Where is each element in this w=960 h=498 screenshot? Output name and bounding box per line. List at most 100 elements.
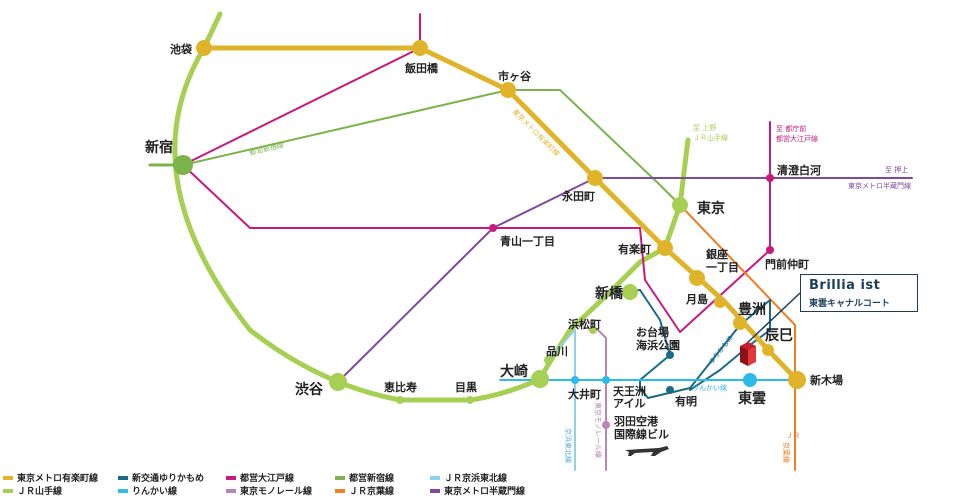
legend-label: ＪＲ京葉線: [349, 485, 394, 497]
shinjuku-line: [182, 89, 681, 206]
oedo-line-north: [182, 13, 421, 166]
legend-swatch: [118, 489, 128, 493]
callout-subtitle: 東雲キャナルコート: [809, 299, 890, 309]
legend-label: 東京モノレール線: [240, 485, 312, 497]
legend-swatch: [226, 489, 236, 493]
station-shinjuku[interactable]: [173, 155, 193, 175]
station-ichigaya[interactable]: [500, 82, 516, 98]
label-iidabashi: 飯田橋: [404, 61, 439, 75]
legend-label: りんかい線: [132, 485, 177, 497]
station-oimachi[interactable]: [571, 376, 579, 384]
legend-swatch: [3, 489, 13, 493]
line-label-tocho-a: 至 都庁前: [776, 124, 806, 133]
station-tatsumi[interactable]: [762, 344, 774, 356]
label-tennozu-a: 天王洲: [613, 385, 646, 398]
station-tsukishima[interactable]: [714, 296, 726, 308]
label-nagatacho: 永田町: [561, 189, 595, 203]
line-label-oshiage: 至 押上: [885, 165, 908, 174]
legend-label: 都営大江戸線: [239, 472, 294, 484]
label-tokyo: 東京: [697, 200, 725, 217]
label-ariake: 有明: [675, 394, 697, 408]
legend-swatch: [335, 476, 345, 480]
label-monzen: 門前仲町: [765, 257, 809, 271]
line-label-yurakucho: 東京メトロ有楽町線: [511, 107, 562, 158]
line-label-shinjuku: 都営新宿線: [248, 140, 284, 157]
legend-swatch: [430, 476, 440, 480]
keihin-line: [547, 329, 576, 471]
label-meguro: 目黒: [455, 381, 477, 394]
label-ichigaya: 市ヶ谷: [498, 69, 532, 83]
station-shinagawa[interactable]: [544, 356, 552, 364]
station-shinkiba[interactable]: [788, 371, 806, 389]
station-osaki[interactable]: [531, 370, 549, 388]
label-ebisu: 恵比寿: [384, 380, 417, 394]
line-label-monorail: 東京モノレール線: [594, 402, 603, 458]
label-tennozu-b: アイル: [613, 397, 645, 410]
line-label-ueno-b: ＪＲ山手線: [693, 133, 728, 142]
station-ebisu[interactable]: [396, 396, 404, 404]
station-ginza1[interactable]: [689, 270, 705, 286]
line-label-hanzomon: 東京メトロ半蔵門線: [848, 181, 911, 190]
station-hamamatsucho[interactable]: [589, 326, 597, 334]
legend-swatch: [335, 489, 345, 493]
station-tennozu[interactable]: [602, 376, 610, 384]
station-shimbashi[interactable]: [622, 284, 638, 300]
line-label-keiyo-a: ＪＲ: [786, 432, 800, 440]
legend-label: ＪＲ山手線: [17, 485, 62, 497]
callout-pointer: [744, 292, 801, 346]
station-iidabashi[interactable]: [412, 40, 428, 56]
property-callout: Brillia ist 東雲キャナルコート: [800, 274, 918, 312]
label-odaiba-a: お台場: [636, 325, 669, 339]
label-osaki: 大崎: [500, 363, 528, 380]
station-odaiba[interactable]: [666, 351, 674, 359]
station-monzen[interactable]: [766, 246, 774, 254]
label-shimbashi: 新橋: [595, 285, 624, 302]
station-nagatacho[interactable]: [587, 170, 603, 186]
legend-label: 東京メトロ半蔵門線: [444, 485, 525, 497]
legend-label: ＪＲ京浜東北線: [444, 472, 507, 484]
label-tatsumi: 辰巳: [765, 328, 793, 344]
station-haneda[interactable]: [602, 421, 610, 429]
label-shinagawa: 品川: [546, 345, 568, 358]
label-toyosu: 豊洲: [738, 301, 766, 318]
legend-label: 東京メトロ有楽町線: [17, 472, 98, 484]
building-marker-icon: [740, 342, 756, 366]
callout-title: Brillia ist: [809, 278, 881, 293]
station-ariake[interactable]: [666, 386, 674, 394]
hanzomon-line: [337, 177, 913, 383]
label-hamamatsucho: 浜松町: [568, 317, 601, 331]
label-ginza1-a: 銀座: [706, 247, 728, 261]
station-meguro[interactable]: [466, 396, 474, 404]
label-odaiba-b: 海浜公園: [636, 338, 680, 352]
line-label-rinkai: りんかい線: [692, 383, 727, 392]
label-shinkiba: 新木場: [810, 373, 843, 387]
label-aoyama: 青山一丁目: [500, 234, 555, 248]
line-label-ueno-a: 至 上野: [693, 123, 716, 132]
station-kiyosumi[interactable]: [766, 174, 774, 182]
keiyo-line: [679, 204, 796, 471]
line-label-keihin: 京浜東北線: [564, 428, 573, 463]
label-ginza1-b: 一丁目: [706, 261, 739, 274]
station-aoyama[interactable]: [489, 224, 497, 232]
label-shibuya: 渋谷: [295, 381, 324, 398]
label-yurakucho: 有楽町: [618, 242, 651, 256]
label-shinonome: 東雲: [738, 390, 766, 407]
station-toyosu[interactable]: [733, 316, 747, 330]
label-kiyosumi: 清澄白河: [777, 163, 821, 177]
line-label-tocho-b: 都営大江戸線: [776, 134, 818, 143]
legend-swatch: [3, 476, 13, 480]
label-haneda-a: 羽田空港: [614, 414, 659, 428]
station-shibuya[interactable]: [329, 373, 347, 391]
label-ikebukuro: 池袋: [170, 42, 193, 56]
legend-label: 都営新宿線: [348, 472, 394, 484]
station-tokyo[interactable]: [672, 197, 688, 213]
legend-swatch: [226, 476, 236, 480]
yamanote-line: [172, 11, 691, 403]
station-shinonome[interactable]: [743, 373, 757, 387]
station-yurakucho[interactable]: [657, 240, 673, 256]
station-ikebukuro[interactable]: [196, 40, 212, 56]
label-shinjuku: 新宿: [145, 139, 173, 156]
line-label-keiyo-b: 京葉線: [782, 442, 791, 463]
